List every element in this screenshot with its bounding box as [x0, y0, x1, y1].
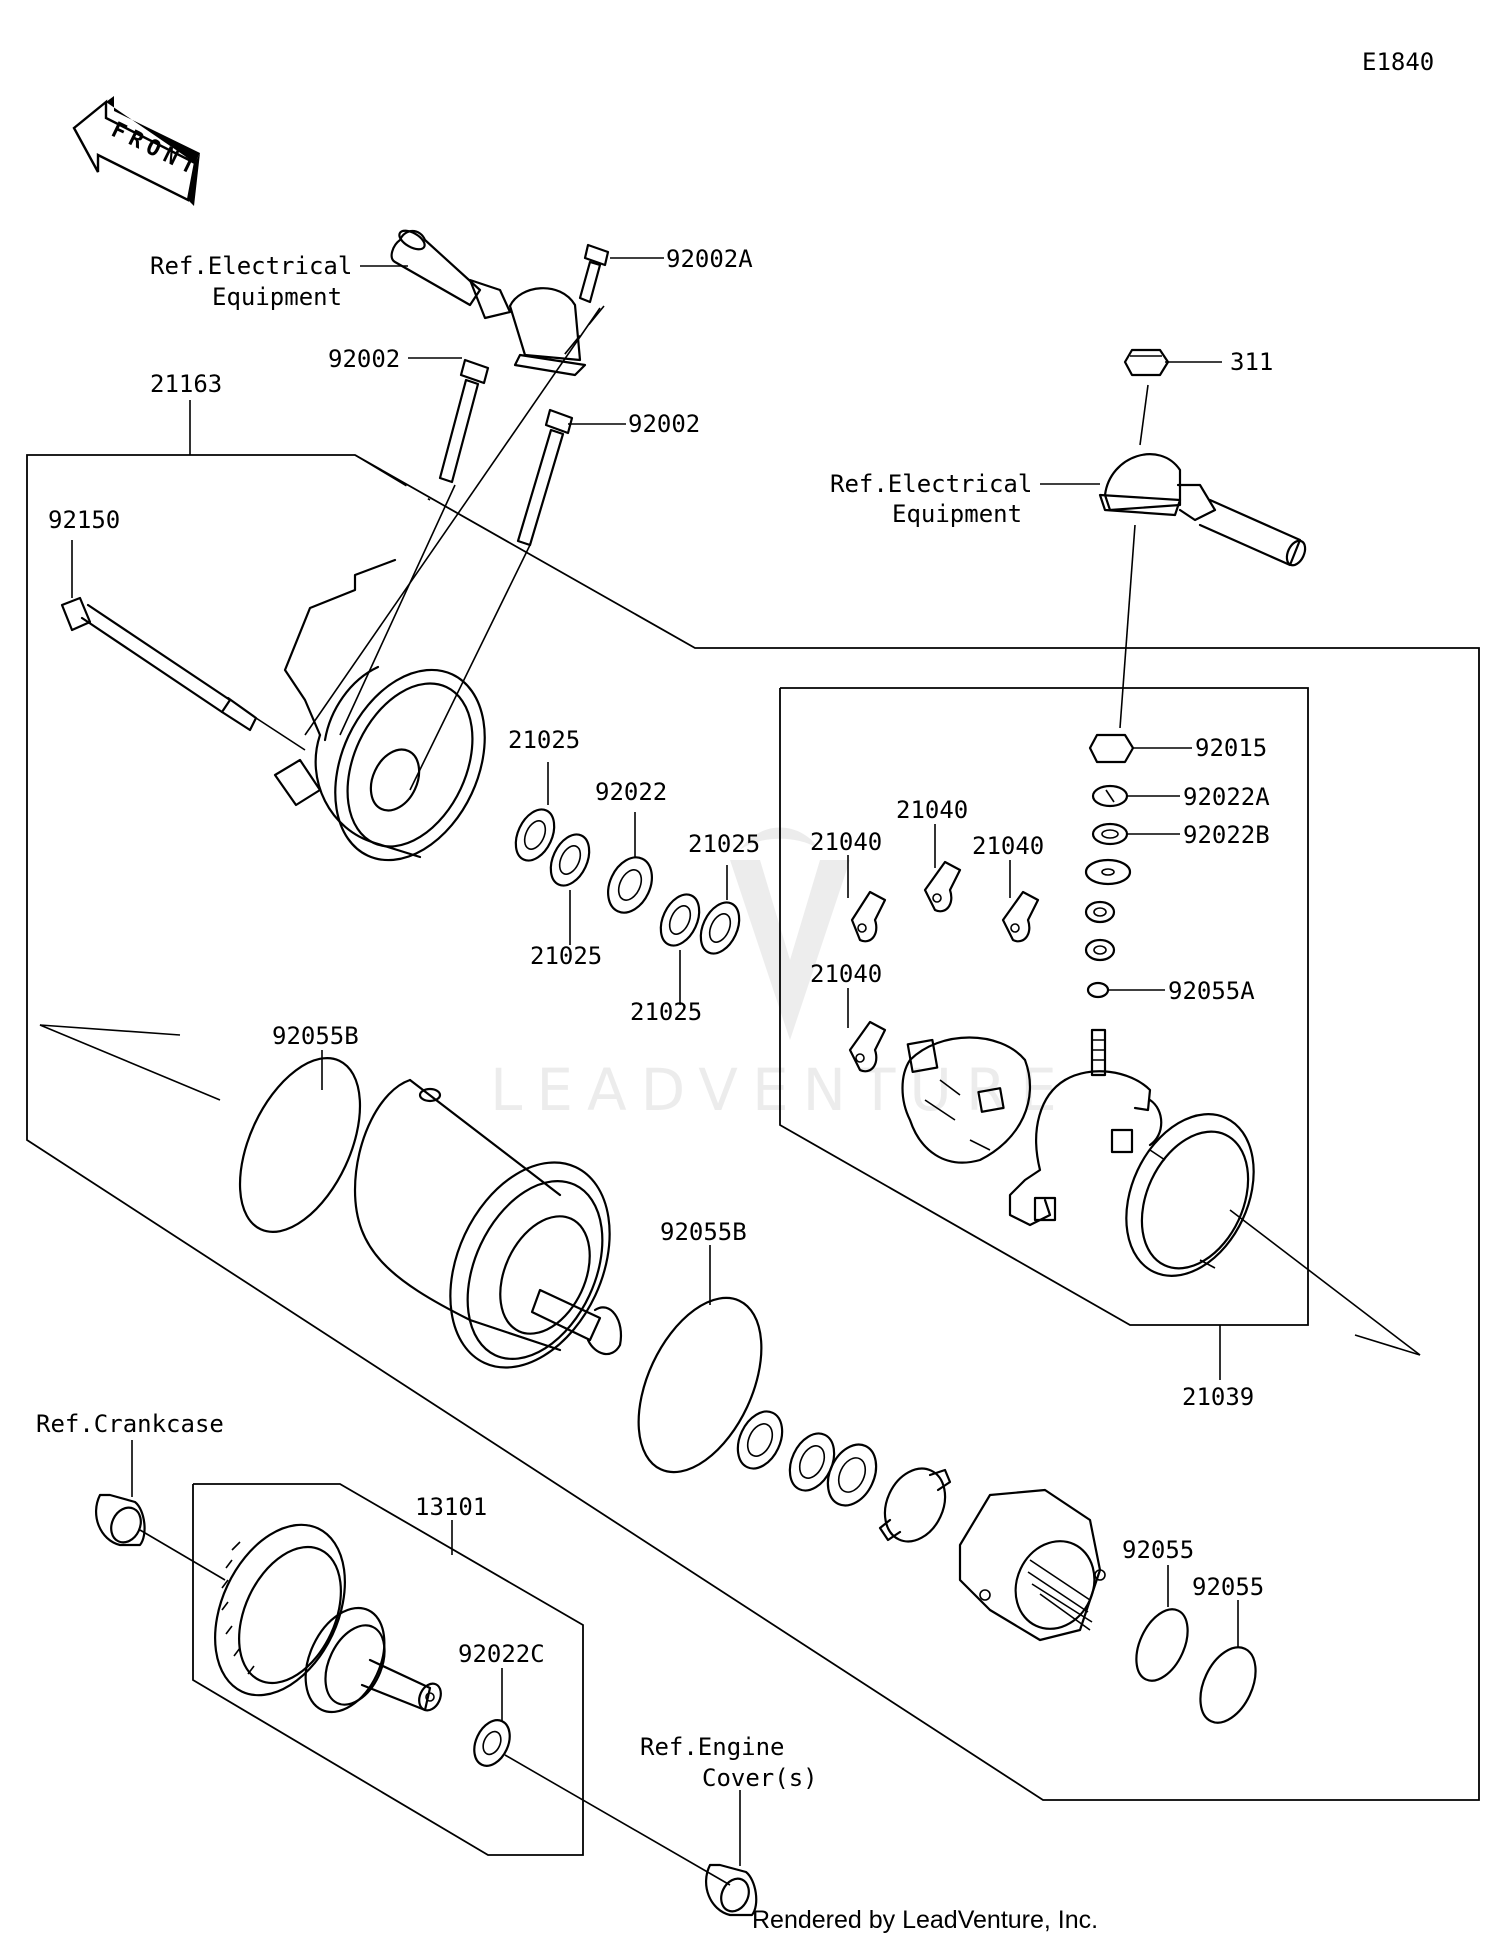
diagram-code: E1840	[1362, 48, 1434, 76]
starter-clutch-13101-icon	[214, 1523, 442, 1714]
lock-plate-icon	[878, 1467, 952, 1543]
assembly-13101-frame	[192, 1483, 584, 1856]
washer-21025-b-icon	[549, 833, 591, 887]
brush-spring-21040-c-icon	[1001, 890, 1040, 943]
label-92022A: 92022A	[1183, 783, 1270, 811]
label-13101: 13101	[415, 1493, 487, 1521]
label-21025-a: 21025	[508, 726, 580, 754]
label-21040-a: 21040	[810, 828, 882, 856]
brush-terminal-bracket-icon	[1008, 1028, 1163, 1227]
nut-311-icon	[1123, 348, 1170, 377]
electrical-cable-right	[1098, 453, 1307, 567]
label-21040-d: 21040	[810, 960, 882, 988]
bolt-92002-upper-icon	[438, 358, 490, 484]
label-92022B: 92022B	[1183, 821, 1270, 849]
brush-spring-21040-a-icon	[850, 890, 887, 943]
label-21040-c: 21040	[972, 832, 1044, 860]
washer-92022C-icon	[473, 1719, 511, 1767]
washer-21025-d-icon	[699, 901, 741, 955]
label-21040-b: 21040	[896, 796, 968, 824]
washer-21025-a-icon	[514, 808, 556, 862]
front-bracket-icon	[958, 1488, 1106, 1642]
label-92002-lower: 92002	[628, 410, 700, 438]
label-92150: 92150	[48, 506, 120, 534]
brush-holder-plate-icon	[901, 1036, 1032, 1164]
bushing-engine-cover-icon	[705, 1863, 758, 1917]
label-ref-electrical-right-1: Ref.Electrical	[830, 470, 1032, 498]
o-ring-92055B-right-icon	[637, 1296, 763, 1474]
label-92015: 92015	[1195, 734, 1267, 762]
label-ref-electrical-right-2: Equipment	[892, 500, 1022, 528]
label-ref-engine-cover-2: Cover(s)	[702, 1764, 818, 1792]
front-arrow-icon: FRONT	[72, 96, 205, 206]
brush-spring-21040-b-icon	[923, 860, 962, 913]
washer-21025-c-icon	[659, 893, 701, 947]
bolt-92002-lower-icon	[516, 408, 574, 547]
label-92055-b: 92055	[1192, 1573, 1264, 1601]
label-92002-upper: 92002	[328, 345, 400, 373]
bushing-crankcase-icon	[95, 1493, 146, 1547]
label-ref-electrical-left-2: Equipment	[212, 283, 342, 311]
label-92055A: 92055A	[1168, 977, 1255, 1005]
brush-spring-21040-d-icon	[848, 1020, 887, 1073]
o-ring-92055B-left-icon	[238, 1057, 362, 1233]
washer-lower-3-icon	[826, 1443, 878, 1507]
bolt-92002A-icon	[578, 243, 610, 304]
electrical-cable-left	[390, 229, 587, 377]
label-21025-c: 21025	[530, 942, 602, 970]
insulator-washer-2-icon	[1084, 900, 1116, 924]
watermark-logo	[730, 827, 850, 1040]
washer-92022A-icon	[1091, 784, 1129, 808]
label-21039: 21039	[1182, 1383, 1254, 1411]
nut-92015-icon	[1088, 733, 1135, 764]
starter-yoke-armature-icon	[353, 1078, 623, 1369]
label-92022C: 92022C	[458, 1640, 545, 1668]
label-21025-d: 21025	[630, 998, 702, 1026]
assembly-21039-frame	[779, 687, 1309, 1326]
through-bolt-92150-icon	[60, 596, 306, 751]
washer-92022B-icon	[1091, 822, 1129, 846]
label-92055B-left: 92055B	[272, 1022, 359, 1050]
starter-end-cover-icon	[273, 558, 486, 862]
label-21163: 21163	[150, 370, 222, 398]
o-ring-92055A-icon	[1086, 981, 1110, 999]
watermark-text: LEADVENTURE	[490, 1056, 1071, 1124]
o-ring-92055-a-icon	[1135, 1608, 1189, 1682]
label-ref-crankcase: Ref.Crankcase	[36, 1410, 224, 1438]
label-311: 311	[1230, 348, 1273, 376]
insulator-washer-3-icon	[1084, 938, 1116, 962]
label-21025-b: 21025	[688, 830, 760, 858]
label-92002A: 92002A	[666, 245, 753, 273]
label-ref-engine-cover-1: Ref.Engine	[640, 1733, 785, 1761]
label-92055B-right: 92055B	[660, 1218, 747, 1246]
brush-ring-icon	[1125, 1113, 1421, 1356]
assembly-21163-frame	[26, 454, 1480, 1801]
label-ref-electrical-left-1: Ref.Electrical	[150, 252, 352, 280]
label-92055-a: 92055	[1122, 1536, 1194, 1564]
insulator-washer-1-icon	[1084, 858, 1132, 886]
o-ring-92055-b-icon	[1199, 1646, 1257, 1724]
washer-lower-1-icon	[736, 1410, 784, 1470]
washer-92022-icon	[607, 856, 653, 914]
label-92022: 92022	[595, 778, 667, 806]
footer-credit: Rendered by LeadVenture, Inc.	[752, 1906, 1098, 1934]
